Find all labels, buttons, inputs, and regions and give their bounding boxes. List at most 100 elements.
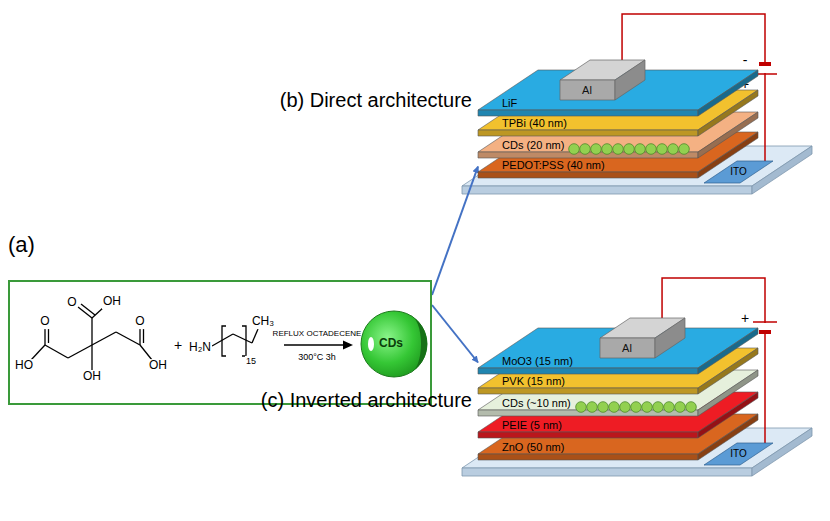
battery-symbol [759, 62, 771, 66]
panel-title: (c) Inverted architecture [261, 389, 472, 412]
carbon-dot-sphere [646, 144, 657, 155]
polarity-sign: - [742, 52, 749, 68]
subscript-number: 15 [245, 356, 257, 366]
shape-part [368, 337, 374, 351]
citric-acid-bonds [31, 304, 152, 370]
al-electrode: Al [560, 60, 645, 100]
layer-label: MoO3 (15 nm) [502, 355, 573, 367]
reaction-condition: REFLUX OCTADECENE [273, 329, 362, 338]
carbon-dot-sphere [679, 144, 690, 155]
amine-bonds [212, 326, 258, 356]
carbon-dot-sphere [576, 402, 587, 413]
glass-substrate [462, 186, 752, 194]
atom-label: HO [14, 359, 34, 373]
ito-electrode: ITO [704, 161, 773, 183]
shape-part [704, 161, 773, 183]
layer-label: PVK (15 nm) [502, 375, 565, 387]
al-electrode: Al [600, 318, 685, 358]
layer-label: TPBi (40 nm) [502, 117, 567, 129]
amine-bonds [242, 326, 246, 356]
panel-label: (a) [8, 232, 35, 257]
battery-symbol [759, 330, 771, 334]
glass-substrate [752, 146, 812, 194]
shape-svg [560, 60, 645, 100]
citric-acid-bonds [139, 329, 140, 345]
atom-label: CH₃ [251, 315, 275, 329]
citric-acid-bonds [81, 304, 95, 315]
shape-svg [600, 318, 685, 358]
glass-substrate [462, 146, 812, 476]
battery-symbol [753, 64, 777, 332]
carbon-dot-sphere [631, 402, 642, 413]
atom-label: O [39, 315, 50, 329]
citric-acid-bonds [31, 345, 45, 360]
citric-acid-bonds [68, 345, 92, 358]
citric-acid-bonds [92, 332, 116, 345]
carbon-dot-sphere [602, 144, 613, 155]
flow-arrow [432, 167, 478, 296]
carbon-dot-sphere [686, 402, 697, 413]
citric-acid-bonds [91, 345, 92, 370]
carbon-dot-sphere [653, 402, 664, 413]
reaction-condition: 300°C 3h [298, 352, 336, 362]
carbon-dot-sphere [664, 402, 675, 413]
shape-part [478, 454, 698, 460]
reaction-arrow [284, 344, 345, 345]
citric-acid-bonds [143, 329, 144, 343]
shape-part [478, 432, 698, 438]
shape-part [478, 110, 698, 116]
electrode-label: Al [582, 84, 592, 97]
atom-label: O [66, 296, 77, 310]
carbon-dot-sphere [609, 402, 620, 413]
carbon-dot-sphere [668, 144, 679, 155]
shape-part [478, 130, 698, 136]
citric-acid-bonds [140, 345, 152, 360]
atom-label: OH [82, 370, 102, 384]
polarity-sign: + [740, 310, 750, 326]
carbon-dot-sphere [591, 144, 602, 155]
citric-acid-bonds [116, 332, 140, 345]
battery-symbol [753, 321, 777, 323]
carbon-dot-sphere [580, 144, 591, 155]
citric-acid-bonds [91, 318, 92, 345]
carbon-dot-sphere [587, 402, 598, 413]
plus-sign: + [173, 337, 183, 353]
glass-substrate [752, 428, 812, 476]
flow-arrow [432, 305, 478, 363]
citric-acid-bonds [48, 329, 49, 343]
carbon-dot: CDs [360, 310, 428, 378]
amine-bonds [222, 326, 226, 356]
shape-part [560, 80, 615, 100]
layer-label: PEIE (5 nm) [502, 419, 562, 431]
citric-acid-bonds [78, 307, 92, 318]
amine-bonds [233, 334, 252, 343]
glass-substrate [462, 468, 752, 476]
citric-acid-bonds [44, 329, 45, 345]
electrode-label: ITO [730, 448, 746, 460]
carbon-dot-sphere [598, 402, 609, 413]
shape-part [478, 368, 698, 374]
atom-label: OH [102, 295, 122, 309]
panel-title: (b) Direct architecture [280, 89, 472, 112]
shape-part [704, 443, 773, 465]
carbon-dot-sphere [657, 144, 668, 155]
carbon-dot-sphere [620, 402, 631, 413]
carbon-dot-sphere [635, 144, 646, 155]
atom-label: O [134, 315, 145, 329]
dot-label: CDs [379, 337, 403, 351]
electrode-label: Al [622, 342, 632, 355]
layer-label: CDs (~10 nm) [502, 397, 571, 409]
layer-label: LiF [502, 97, 517, 109]
citric-acid-bonds [45, 345, 68, 358]
atom-label: OH [148, 359, 168, 373]
reaction-arrow [284, 341, 353, 350]
reaction-arrow [343, 341, 353, 350]
amine-bonds [252, 329, 258, 343]
shape-part [478, 388, 698, 394]
carbon-dot-sphere [569, 144, 580, 155]
carbon-dot-sphere [675, 402, 686, 413]
shape-part [600, 338, 655, 358]
layer-label: CDs (20 nm) [502, 139, 564, 151]
shape-part [410, 315, 427, 373]
